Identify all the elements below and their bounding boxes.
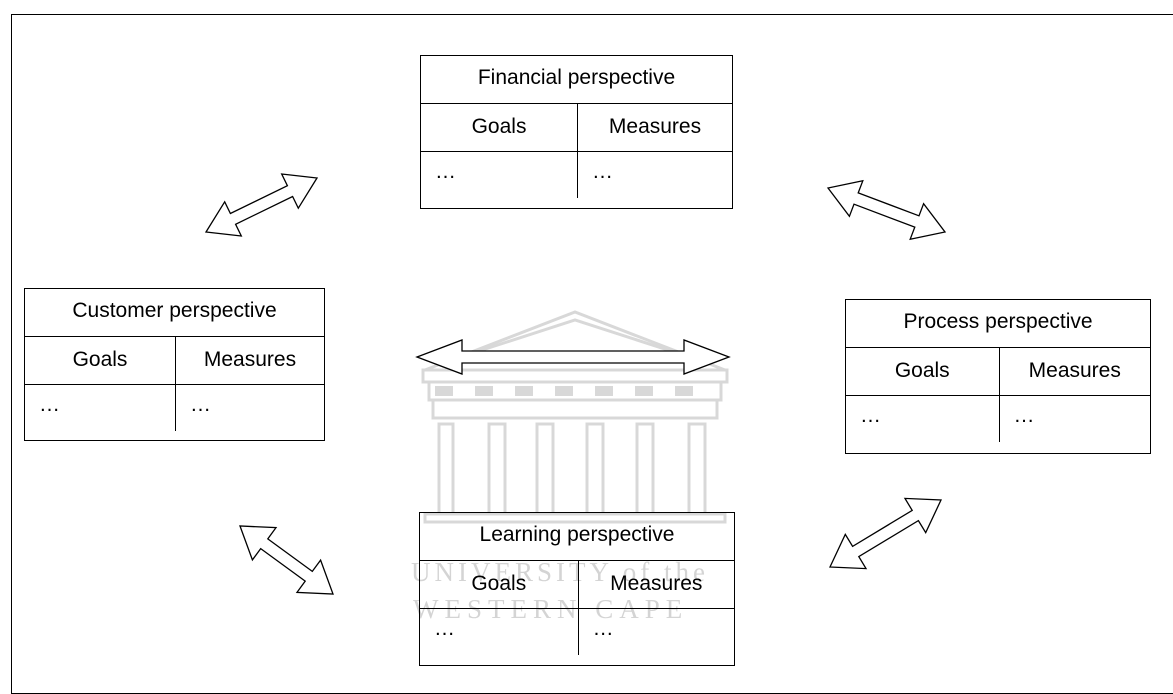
financial-measures-header: Measures xyxy=(608,115,702,138)
process-measures-value: … xyxy=(1013,404,1035,427)
learning-value-row: … … xyxy=(420,609,734,655)
double-arrow-financial-process xyxy=(826,179,947,241)
financial-header-row: Goals Measures xyxy=(421,104,732,152)
customer-header-row: Goals Measures xyxy=(25,337,324,385)
financial-goals-value: … xyxy=(421,152,579,198)
customer-measures-header: Measures xyxy=(203,348,297,371)
customer-measures-value: … xyxy=(189,393,211,416)
learning-perspective-title: Learning perspective xyxy=(420,513,734,561)
double-arrow-customer-process-center xyxy=(415,339,731,375)
double-arrow-customer-financial xyxy=(204,173,319,237)
learning-measures-value: … xyxy=(592,617,614,640)
customer-goals-header: Goals xyxy=(25,337,176,384)
financial-measures-value: … xyxy=(592,160,614,183)
financial-perspective-table: Financial perspective Goals Measures … … xyxy=(420,55,733,209)
financial-perspective-title: Financial perspective xyxy=(421,56,732,104)
double-arrow-customer-learning xyxy=(239,525,334,595)
customer-goals-value: … xyxy=(25,385,176,431)
learning-header-row: Goals Measures xyxy=(420,561,734,609)
process-measures-header: Measures xyxy=(1028,359,1121,382)
customer-perspective-title: Customer perspective xyxy=(25,289,324,337)
financial-goals-header: Goals xyxy=(421,104,579,151)
watermark-line-1: UNIVERSITY of the xyxy=(411,557,709,587)
process-perspective-title: Process perspective xyxy=(846,300,1150,348)
process-header-row: Goals Measures xyxy=(846,348,1150,396)
arrows-layer xyxy=(204,173,947,595)
customer-perspective-table: Customer perspective Goals Measures … … xyxy=(24,288,325,441)
process-goals-header: Goals xyxy=(846,348,1000,395)
learning-perspective-table: Learning perspective Goals Measures … … xyxy=(419,512,735,666)
watermark-line-2: WESTERN CAPE xyxy=(413,594,688,624)
process-perspective-table: Process perspective Goals Measures … … xyxy=(845,299,1151,454)
learning-measures-header: Measures xyxy=(610,572,703,595)
double-arrow-learning-process xyxy=(828,497,943,570)
process-goals-value: … xyxy=(846,396,1000,442)
university-watermark: UNIVERSITY of the WESTERN CAPE xyxy=(411,310,729,624)
learning-goals-value: … xyxy=(420,609,579,655)
learning-goals-header: Goals xyxy=(420,561,579,608)
process-value-row: … … xyxy=(846,396,1150,442)
customer-value-row: … … xyxy=(25,385,324,431)
financial-value-row: … … xyxy=(421,152,732,198)
